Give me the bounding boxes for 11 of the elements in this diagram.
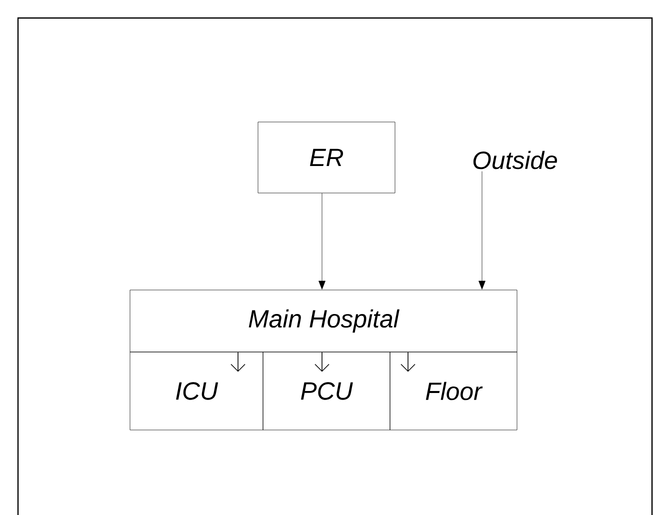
arrow (478, 171, 486, 290)
process-box: ER (258, 122, 396, 194)
arrow (318, 193, 326, 290)
process-box: PCU (262, 352, 390, 430)
arrow (400, 352, 416, 372)
process-box: Floor (390, 352, 518, 430)
process-box: ICU (130, 352, 264, 430)
process-box: Main Hospital (130, 290, 518, 352)
arrow (314, 352, 330, 372)
source-label: Outside (473, 150, 557, 170)
arrow (230, 352, 246, 372)
